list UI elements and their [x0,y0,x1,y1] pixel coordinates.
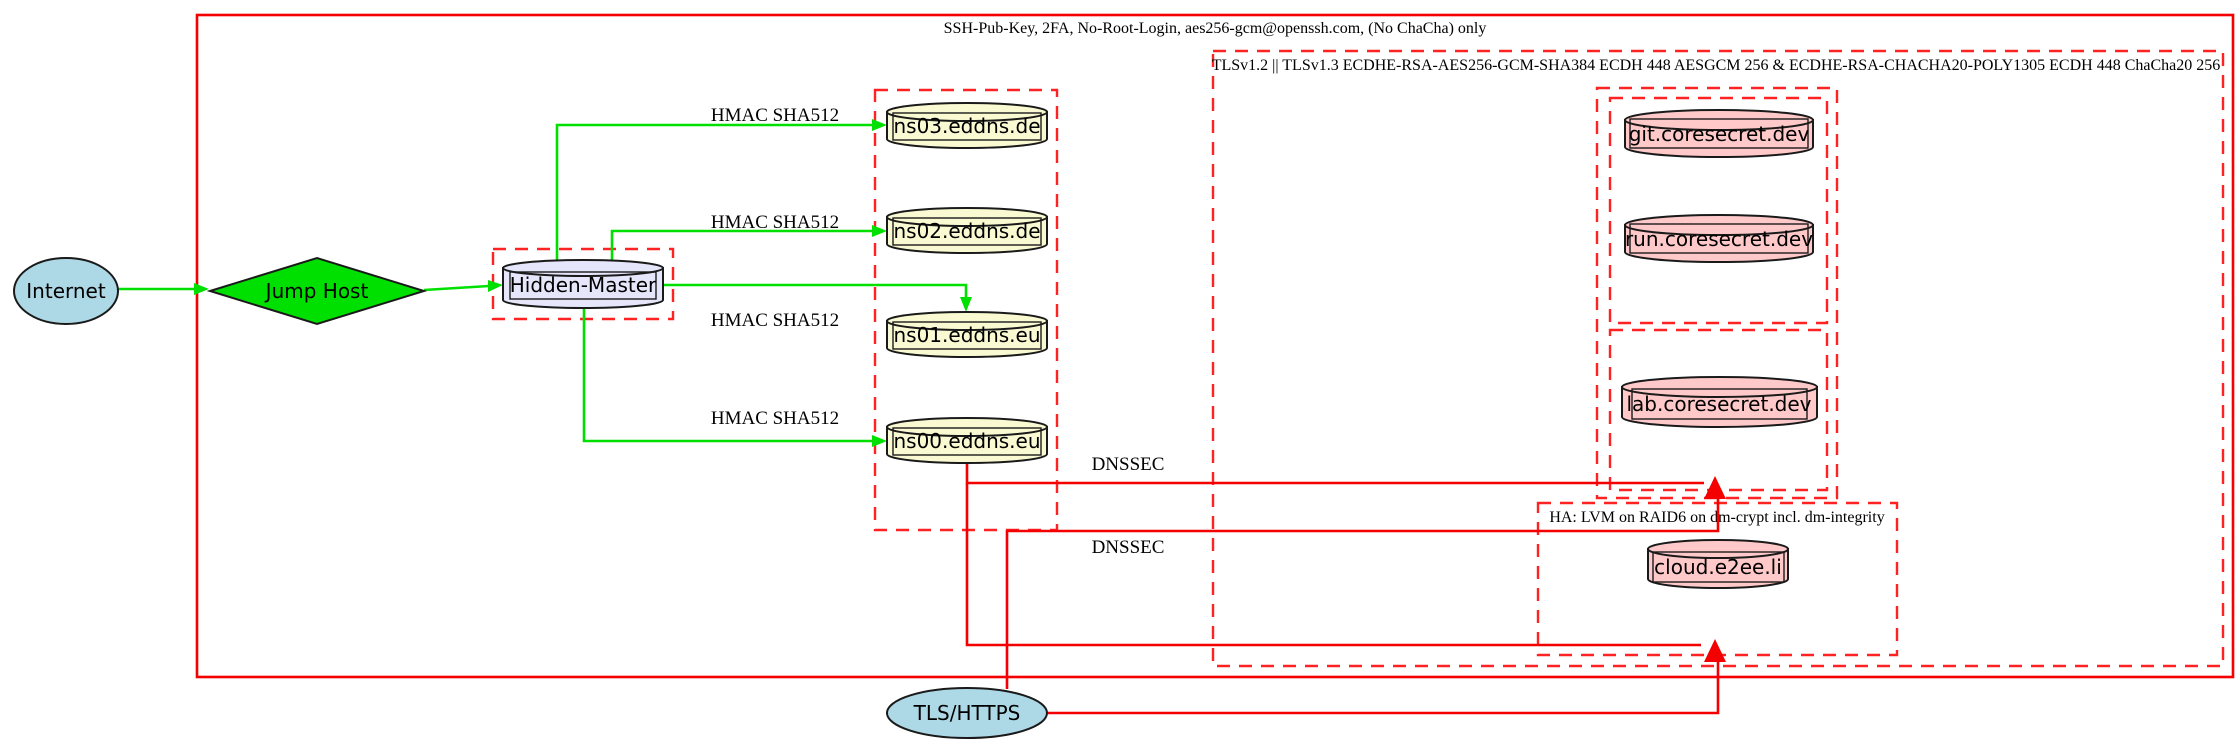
arrowhead [872,225,887,237]
node-ns03-label: ns03.eddns.de [893,114,1040,138]
edge-label-hmac-ns01: HMAC SHA512 [711,310,839,331]
edge-hiddenmaster-ns01 [663,283,972,312]
tls-cluster-label: TLSv1.2 || TLSv1.3 ECDHE-RSA-AES256-GCM-… [1212,57,2221,74]
node-jump-host: Jump Host [206,256,428,326]
edge-tlshttps-coresecret [1005,498,1720,689]
edge-tlshttps-ha [1046,661,1720,715]
edge-hiddenmaster-ns00 [582,308,887,447]
ssh-cluster-label: SSH-Pub-Key, 2FA, No-Root-Login, aes256-… [944,20,1487,37]
arrowhead-into-ha [1704,639,1726,662]
node-internet-label: Internet [26,279,106,303]
edge-label-hmac-ns02: HMAC SHA512 [711,212,839,233]
node-lab-label: lab.coresecret.dev [1626,392,1811,416]
edge-label-dnssec-2: DNSSEC [1092,537,1165,558]
edge-ns00-ha-dnssec [965,483,1701,647]
edge-hiddenmaster-ns02 [610,225,887,262]
node-ns03: ns03.eddns.de [886,102,1048,149]
arrowhead [872,119,887,131]
arrowhead [960,297,972,312]
node-ns01-label: ns01.eddns.eu [893,323,1040,347]
edge-ns00-coresecret-dnssec [965,463,1704,485]
edge-jumphost-hiddenmaster [423,280,503,292]
node-tls-https: TLS/HTTPS [886,687,1048,739]
node-lab: lab.coresecret.dev [1621,376,1818,428]
edge-internet-jumphost [117,283,209,295]
edge-hiddenmaster-ns03 [555,119,887,262]
arrowhead [488,280,503,292]
arrowhead [194,283,209,295]
node-run-label: run.coresecret.dev [1625,227,1813,251]
gitrun-subcluster-box [1608,96,1829,325]
edge-label-hmac-ns03: HMAC SHA512 [711,105,839,126]
edge-label-hmac-ns00: HMAC SHA512 [711,408,839,429]
node-cloud: cloud.e2ee.li [1647,539,1789,589]
node-ns00-label: ns00.eddns.eu [893,429,1040,453]
ssh-cluster-box [195,13,2235,679]
node-run: run.coresecret.dev [1624,214,1814,263]
node-ns02: ns02.eddns.de [886,207,1048,254]
node-ns02-label: ns02.eddns.de [893,219,1040,243]
node-ns00: ns00.eddns.eu [886,417,1048,464]
node-cloud-label: cloud.e2ee.li [1654,555,1782,579]
node-hidden-master: Hidden-Master [502,259,664,309]
node-jump-host-label: Jump Host [264,279,369,303]
node-ns01: ns01.eddns.eu [886,311,1048,358]
node-tls-https-label: TLS/HTTPS [913,701,1021,725]
arrowhead-into-coresecret [1704,476,1726,499]
node-hidden-master-label: Hidden-Master [510,273,657,297]
node-internet: Internet [13,257,119,325]
arrowhead [872,435,887,447]
node-git: git.coresecret.dev [1624,109,1814,158]
node-git-label: git.coresecret.dev [1629,122,1810,146]
edge-label-dnssec-1: DNSSEC [1092,454,1165,475]
